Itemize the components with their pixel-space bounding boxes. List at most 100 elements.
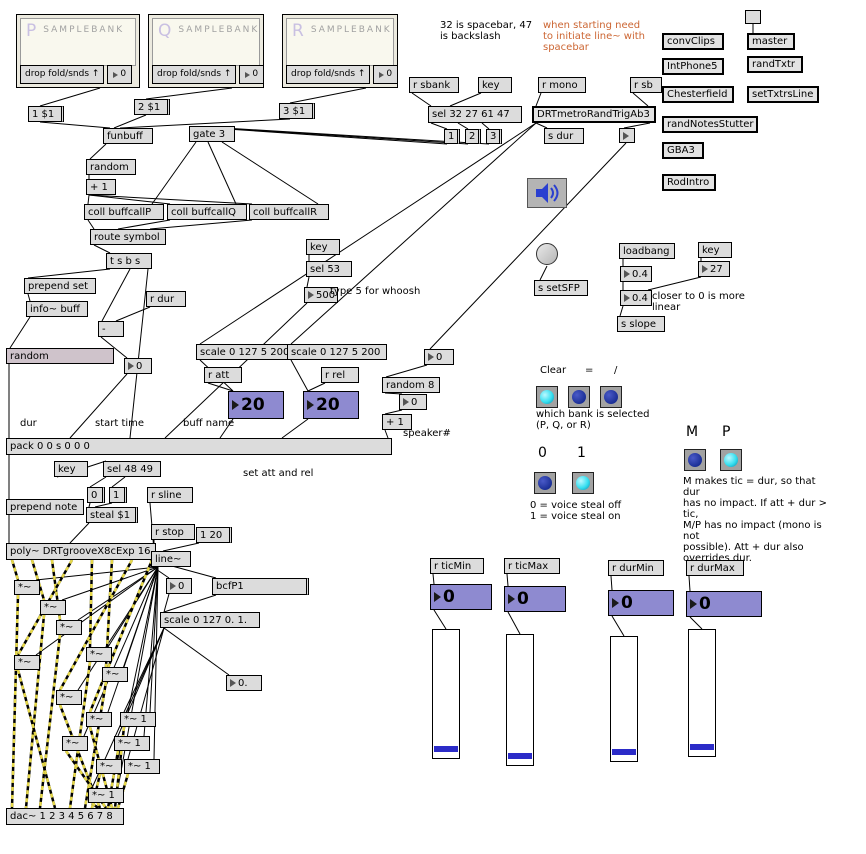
object-mul-6[interactable]: *~ [102, 667, 128, 682]
object-master[interactable]: master [747, 33, 795, 50]
object-s-setsfp[interactable]: s setSFP [534, 280, 588, 296]
bang-setsfp[interactable] [536, 243, 558, 265]
object-mulgain-3[interactable]: *~ 1 [124, 759, 160, 774]
slider-durmin[interactable] [610, 636, 638, 762]
object-funbuff[interactable]: funbuff [103, 128, 153, 144]
message-bcfp1[interactable]: bcfP1 [212, 578, 309, 595]
object-gba3[interactable]: GBA3 [662, 142, 704, 159]
object-drtmetro[interactable]: DRTmetroRandTrigAb3 [532, 106, 656, 123]
message-2-dollar1[interactable]: 2 $1 [134, 99, 170, 115]
object-gate3[interactable]: gate 3 [189, 126, 235, 142]
slider-durmax[interactable] [688, 629, 716, 757]
object-r-durmin[interactable]: r durMin [608, 560, 664, 576]
bignumber-ticmax[interactable]: 0 [504, 586, 566, 612]
object-key-top[interactable]: key [478, 77, 512, 93]
object-scale-att[interactable]: scale 0 127 5 200 [196, 344, 296, 360]
object-mul-10[interactable]: *~ [96, 759, 122, 774]
message-bank2[interactable]: 2 [465, 129, 481, 144]
object-dac[interactable]: dac~ 1 2 3 4 5 6 7 8 [6, 808, 124, 825]
number-speaker-src[interactable]: 0 [424, 349, 454, 365]
object-mulgain-4[interactable]: *~ 1 [88, 788, 124, 803]
drop-folder-button[interactable]: drop fold/snds ↑ [286, 65, 371, 84]
object-sel-4849[interactable]: sel 48 49 [103, 461, 161, 477]
object-line[interactable]: line~ [151, 551, 191, 567]
object-poly[interactable]: poly~ DRTgrooveX8cExp 16 [6, 543, 156, 560]
number-27[interactable]: 27 [698, 261, 730, 277]
object-mul-7[interactable]: *~ [56, 690, 82, 705]
bignumber-durmax[interactable]: 0 [686, 591, 762, 617]
bignumber-att[interactable]: 20 [228, 391, 284, 419]
object-key-slope[interactable]: key [698, 242, 732, 258]
message-bank3[interactable]: 3 [486, 129, 502, 144]
drop-folder-button[interactable]: drop fold/snds ↑ [152, 65, 237, 84]
object-mul-9[interactable]: *~ [62, 736, 88, 751]
led-bank-r[interactable] [600, 386, 622, 408]
object-loadbang[interactable]: loadbang [619, 243, 675, 259]
object-scale-rel[interactable]: scale 0 127 5 200 [287, 344, 387, 360]
message-1[interactable]: 1 [109, 487, 127, 503]
led-steal-0[interactable] [534, 472, 556, 494]
object-sel-53[interactable]: sel 53 [306, 261, 352, 277]
object-minus[interactable]: - [98, 321, 124, 337]
object-r-sb[interactable]: r sb [630, 77, 662, 93]
object-mul-1[interactable]: *~ [14, 580, 40, 595]
object-r-sbank[interactable]: r sbank [409, 77, 459, 93]
object-chesterfield[interactable]: Chesterfield [662, 86, 734, 103]
object-mulgain-1[interactable]: *~ 1 [120, 712, 156, 727]
led-mono[interactable] [684, 449, 706, 471]
led-steal-1[interactable] [572, 472, 594, 494]
object-coll-buffcallr[interactable]: coll buffcallR [249, 204, 329, 220]
object-coll-buffcallq[interactable]: coll buffcallQ [167, 204, 247, 220]
message-steal[interactable]: steal $1 [86, 507, 138, 523]
object-mul-5[interactable]: *~ [86, 647, 112, 662]
object-r-ticmin[interactable]: r ticMin [430, 558, 484, 574]
object-prepend-set[interactable]: prepend set [24, 278, 96, 294]
object-mulgain-2[interactable]: *~ 1 [114, 736, 150, 751]
button-gray-top[interactable] [745, 10, 761, 24]
object-scale-env[interactable]: scale 0 127 0. 1. [160, 612, 260, 628]
object-coll-buffcallp[interactable]: coll buffcallP [84, 204, 164, 220]
number-slope-b[interactable]: 0.4 [620, 290, 652, 306]
object-r-sline[interactable]: r sline [147, 487, 193, 503]
slider-handle[interactable] [690, 744, 714, 750]
object-r-att[interactable]: r att [204, 367, 242, 383]
object-mul-8[interactable]: *~ [86, 712, 112, 727]
bignumber-ticmin[interactable]: 0 [430, 584, 492, 610]
object-route-symbol[interactable]: route symbol [90, 229, 166, 245]
object-t-s-b-s[interactable]: t s b s [106, 253, 152, 269]
object-r-durmax[interactable]: r durMax [686, 560, 744, 576]
slider-handle[interactable] [612, 749, 636, 755]
object-random-1[interactable]: random [86, 159, 136, 175]
slider-handle[interactable] [508, 753, 532, 759]
object-intphone5[interactable]: IntPhone5 [662, 58, 724, 75]
number-start-time[interactable]: 0 [124, 358, 152, 374]
object-plus1-a[interactable]: + 1 [86, 179, 116, 195]
object-r-rel[interactable]: r rel [321, 367, 359, 383]
object-plus1-b[interactable]: + 1 [382, 414, 412, 430]
object-random-2[interactable]: random [6, 348, 114, 364]
bank-count-number[interactable]: 0 [373, 65, 399, 84]
bignumber-rel[interactable]: 20 [303, 391, 359, 419]
object-sel-32[interactable]: sel 32 27 61 47 [428, 106, 522, 123]
object-s-dur[interactable]: s dur [544, 128, 584, 144]
object-prepend-note[interactable]: prepend note [6, 499, 84, 515]
object-mul-4[interactable]: *~ [14, 655, 40, 670]
led-poly[interactable] [720, 449, 742, 471]
message-bank1[interactable]: 1 [444, 129, 460, 144]
object-convclips[interactable]: convClips [662, 33, 724, 50]
bank-count-number[interactable]: 0 [107, 65, 133, 84]
number-env-out[interactable]: 0. [226, 675, 262, 691]
slider-ticmin[interactable] [432, 629, 460, 759]
slider-ticmax[interactable] [506, 634, 534, 766]
object-random-8[interactable]: random 8 [382, 377, 440, 393]
led-bank-q[interactable] [568, 386, 590, 408]
object-r-stop[interactable]: r stop [151, 524, 195, 540]
object-s-slope[interactable]: s slope [617, 316, 665, 332]
object-randtxtr[interactable]: randTxtr [747, 56, 803, 73]
number-slope-a[interactable]: 0.4 [620, 266, 652, 282]
message-0[interactable]: 0 [87, 487, 105, 503]
object-info-buff[interactable]: info~ buff [26, 301, 88, 317]
object-randnotesstutter[interactable]: randNotesStutter [662, 116, 758, 133]
object-rodintro[interactable]: RodIntro [662, 174, 716, 191]
slider-handle[interactable] [434, 746, 458, 752]
